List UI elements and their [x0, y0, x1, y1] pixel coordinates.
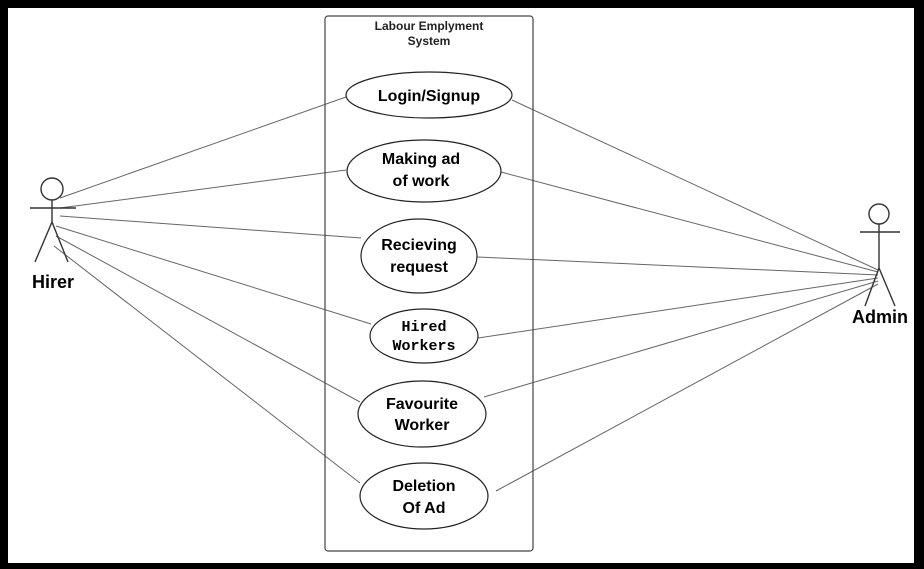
- use-case-label: Login/Signup: [378, 88, 480, 105]
- use-case-label-line2: Of Ad: [403, 500, 446, 517]
- use-case-label-line2: Worker: [395, 417, 450, 434]
- use-case-hired-workers[interactable]: Hired Workers: [369, 308, 479, 364]
- assoc-admin-hired-workers: [477, 277, 879, 339]
- assoc-hirer-login: [59, 96, 347, 199]
- assoc-hirer-deletion-ad: [53, 245, 361, 484]
- assoc-admin-favourite-worker: [483, 280, 879, 398]
- actor-hirer[interactable]: [30, 177, 76, 263]
- assoc-hirer-hired-workers: [55, 225, 372, 325]
- associations: [53, 96, 879, 492]
- assoc-hirer-favourite-worker: [55, 235, 361, 403]
- use-case-label-line2: request: [390, 259, 448, 276]
- system-title-line2: System: [408, 34, 451, 48]
- use-case-deletion-ad[interactable]: Deletion Of Ad: [359, 462, 489, 530]
- use-case-making-ad[interactable]: Making ad of work: [346, 139, 502, 203]
- assoc-admin-making-ad: [500, 171, 879, 273]
- actor-head-icon: [40, 177, 64, 201]
- use-case-login[interactable]: Login/Signup: [345, 71, 513, 119]
- assoc-admin-receiving-request: [476, 256, 879, 276]
- use-case-favourite-worker[interactable]: Favourite Worker: [357, 380, 487, 448]
- use-case-label-line2: Workers: [392, 338, 455, 355]
- actor-hirer-name: Hirer: [32, 272, 74, 292]
- use-case-label-line1: Favourite: [386, 396, 458, 413]
- actor-head-icon: [868, 203, 890, 225]
- system-title-line1: Labour Emplyment: [375, 19, 484, 33]
- use-case-label-line2: of work: [393, 173, 450, 190]
- use-case-label-line1: Recieving: [381, 237, 457, 254]
- use-case-label-line1: Deletion: [392, 478, 455, 495]
- system-boundary: [324, 15, 534, 552]
- assoc-admin-login: [511, 99, 879, 271]
- actor-admin[interactable]: [860, 203, 900, 307]
- actor-admin-name: Admin: [852, 307, 908, 327]
- assoc-admin-deletion-ad: [495, 283, 879, 492]
- use-case-label-line1: Hired: [401, 319, 446, 336]
- assoc-hirer-receiving-request: [59, 215, 362, 239]
- assoc-hirer-making-ad: [59, 169, 347, 209]
- use-case-receiving-request[interactable]: Recieving request: [360, 218, 478, 294]
- use-case-label-line1: Making ad: [382, 151, 460, 168]
